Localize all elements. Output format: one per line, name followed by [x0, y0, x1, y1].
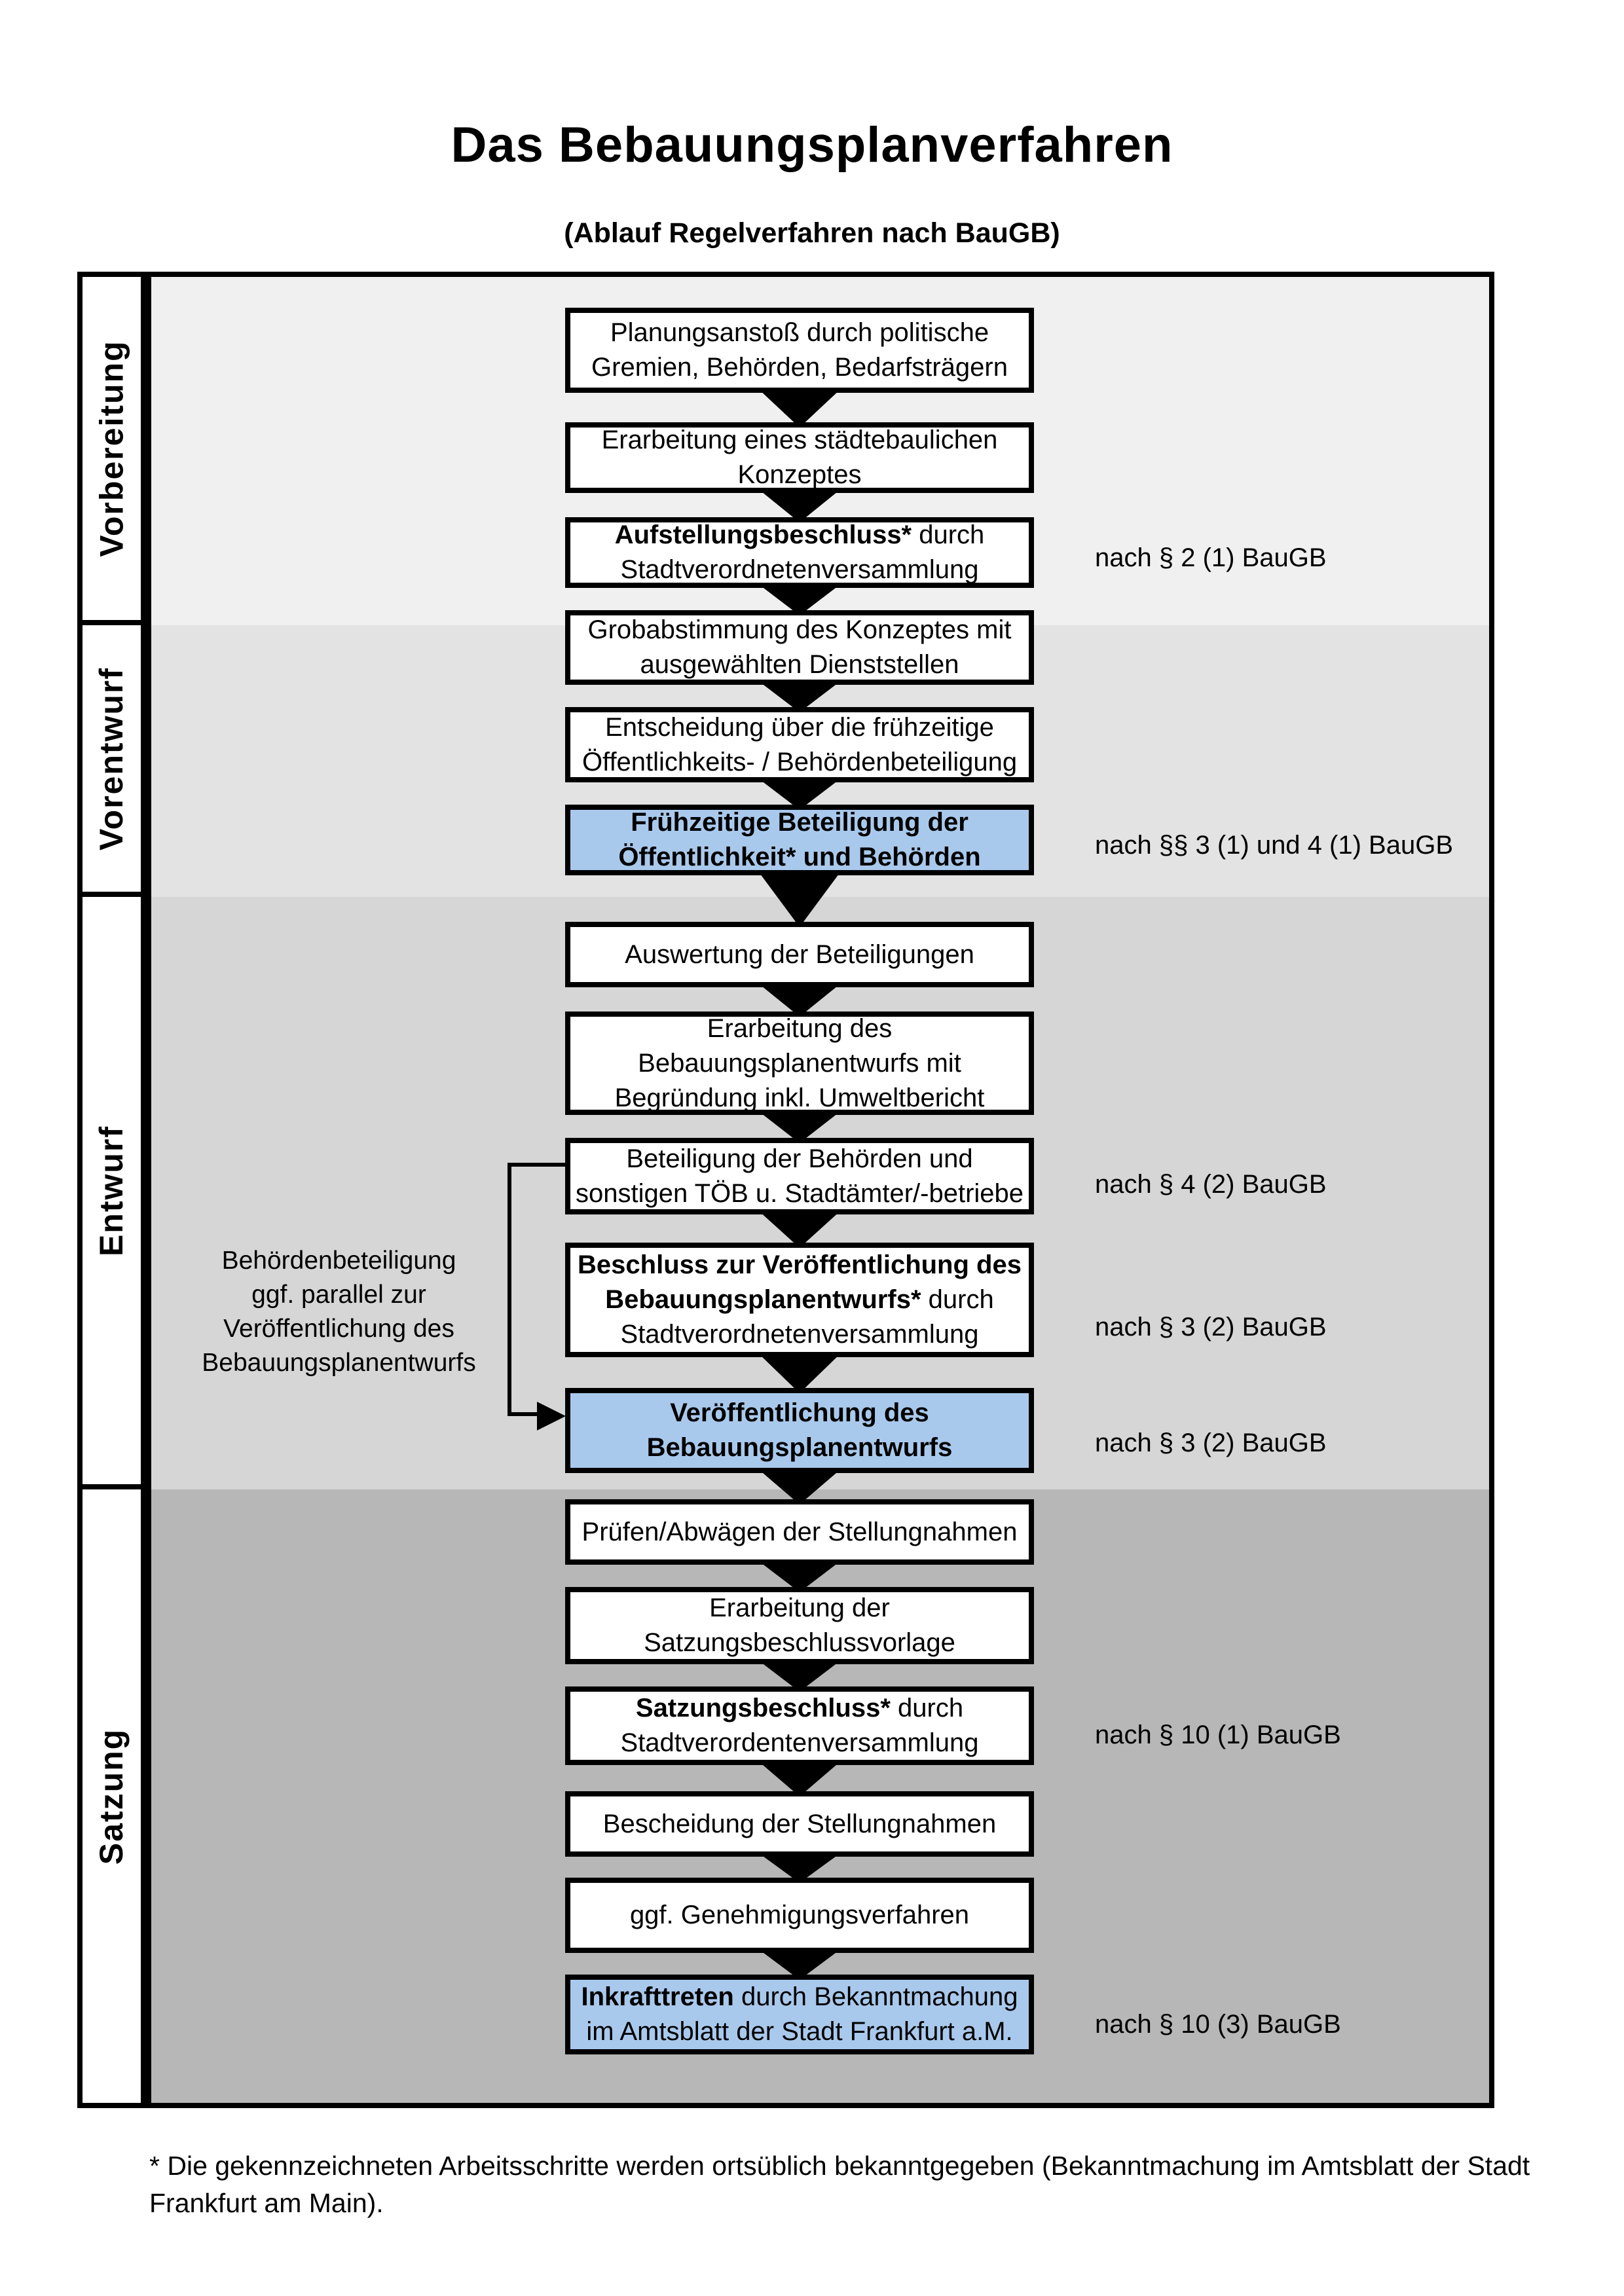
flow-box-line: Bebauungsplanentwurfs	[646, 1433, 953, 1462]
flow-box-line: Erarbeitung der	[709, 1594, 890, 1622]
flow-box: ggf. Genehmigungsverfahren	[565, 1878, 1034, 1953]
side-note-line: Bebauungsplanentwurfs	[202, 1349, 476, 1377]
phase-cell-entwurf: Entwurf	[77, 892, 146, 1489]
phase-label: Entwurf	[93, 1125, 130, 1256]
phase-cell-satzung: Satzung	[77, 1484, 146, 2108]
side-note-line: Veröffentlichung des	[223, 1315, 454, 1343]
flow-box-line: Grobabstimmung des Konzeptes mit	[587, 615, 1012, 644]
flow-box-line: sonstigen TÖB u. Stadtämter/-betriebe	[575, 1178, 1024, 1208]
flow-box-line: Erarbeitung eines städtebaulichen	[601, 426, 998, 454]
flow-box-line: Begründung inkl. Umweltbericht	[614, 1083, 985, 1112]
bracket-connector-vertical	[507, 1163, 511, 1416]
flow-box-line: Bebauungsplanentwurfs* durch	[605, 1285, 994, 1314]
legal-reference: nach § 3 (2) BauGB	[1095, 1312, 1327, 1341]
down-arrow-icon	[758, 1761, 841, 1796]
legal-reference: nach § 10 (3) BauGB	[1095, 2009, 1341, 2039]
flow-box-line: Bescheidung der Stellungnahmen	[602, 1809, 997, 1838]
flow-box-line: Entscheidung über die frühzeitige	[605, 712, 994, 742]
footnote-line: Frankfurt am Main).	[149, 2188, 384, 2218]
down-arrow-icon	[758, 1111, 841, 1143]
legal-reference: nach § 3 (2) BauGB	[1095, 1428, 1327, 1457]
bracket-connector-bottom	[507, 1412, 544, 1416]
flow-box: Grobabstimmung des Konzeptes mit ausgewäh…	[565, 610, 1034, 685]
side-note: Behördenbeteiligung ggf. parallel zur Ve…	[164, 1244, 514, 1380]
flow-box: Prüfen/Abwägen der Stellungnahmen	[565, 1499, 1034, 1565]
flow-box-line: Erarbeitung des	[707, 1013, 893, 1043]
flow-box: Auswertung der Beteiligungen	[565, 922, 1034, 987]
down-arrow-icon	[758, 871, 841, 927]
phase-label: Vorbereitung	[93, 340, 130, 557]
flow-box-line: im Amtsblatt der Stadt Frankfurt a.M.	[586, 2017, 1013, 2046]
legal-reference: nach § 2 (1) BauGB	[1095, 543, 1327, 572]
flow-box-line: Veröffentlichung des	[670, 1398, 929, 1427]
flow-box: Beteiligung der Behörden und sonstigen TÖ…	[565, 1138, 1034, 1214]
flow-box-line: Satzungsbeschlussvorlage	[644, 1628, 955, 1657]
page-subtitle: (Ablauf Regelverfahren nach BauGB)	[564, 217, 1060, 249]
flow-box-line: ggf. Genehmigungsverfahren	[629, 1901, 970, 1929]
flow-box-line: Gremien, Behörden, Bedarfsträgern	[591, 353, 1008, 382]
flow-box-line: Öffentlichkeits- / Behördenbeteiligung	[581, 747, 1018, 776]
down-arrow-icon	[758, 489, 841, 522]
down-arrow-icon	[758, 1353, 841, 1393]
flow-box-line: Inkrafttreten durch Bekanntmachung	[581, 1982, 1018, 2011]
phase-label: Vorentwurf	[93, 666, 130, 850]
flow-box-line: Bebauungsplanentwurfs mit	[638, 1048, 961, 1078]
side-note-line: ggf. parallel zur	[251, 1281, 426, 1309]
down-arrow-icon	[758, 1469, 841, 1504]
phase-label: Satzung	[93, 1728, 130, 1865]
bracket-connector-top	[507, 1163, 566, 1167]
flow-box-line: Frühzeitige Beteiligung der	[631, 808, 969, 837]
flow-box-line: Satzungsbeschluss* durch	[635, 1694, 964, 1722]
page-title: Das Bebauungsplanverfahren	[451, 117, 1173, 173]
phase-cell-vorentwurf: Vorentwurf	[77, 620, 146, 897]
down-arrow-icon	[758, 1211, 841, 1248]
flow-box-line: Planungsanstoß durch politische	[610, 318, 989, 347]
flow-box-line: Stadtverordentenversammlung	[620, 1728, 979, 1757]
flow-box: Bescheidung der Stellungnahmen	[565, 1791, 1034, 1857]
flow-box-highlighted: Inkrafttreten durch Bekanntmachung im Amt…	[565, 1975, 1034, 2054]
legal-reference: nach § 10 (1) BauGB	[1095, 1720, 1341, 1749]
flow-box-line: Auswertung der Beteiligungen	[625, 939, 974, 969]
flow-box-line: Stadtverordnetenversammlung	[620, 555, 979, 584]
flow-box-line: Stadtverordnetenversammlung	[620, 1320, 979, 1349]
flow-box-line: ausgewählten Dienststellen	[640, 650, 959, 679]
flow-box-line: Beschluss zur Veröffentlichung des	[578, 1250, 1022, 1279]
flow-box-line: Konzeptes	[737, 460, 862, 489]
down-arrow-icon	[758, 983, 841, 1017]
footnote-line: * Die gekennzeichneten Arbeitsschritte w…	[149, 2151, 1530, 2181]
footnote: * Die gekennzeichneten Arbeitsschritte w…	[149, 2147, 1547, 2222]
flow-box-line: Beteiligung der Behörden und	[626, 1144, 973, 1173]
legal-reference: nach § 4 (2) BauGB	[1095, 1169, 1327, 1199]
flow-box-line: Aufstellungsbeschluss* durch	[614, 520, 985, 549]
bracket-arrowhead-icon	[537, 1402, 566, 1430]
legal-reference: nach §§ 3 (1) und 4 (1) BauGB	[1095, 830, 1453, 860]
side-note-line: Behördenbeteiligung	[221, 1247, 456, 1275]
flow-box-line: Prüfen/Abwägen der Stellungnahmen	[581, 1517, 1018, 1546]
phase-cell-vorbereitung: Vorbereitung	[77, 272, 146, 625]
flow-box-line: Öffentlichkeit* und Behörden	[618, 843, 981, 871]
down-arrow-icon	[758, 389, 841, 428]
